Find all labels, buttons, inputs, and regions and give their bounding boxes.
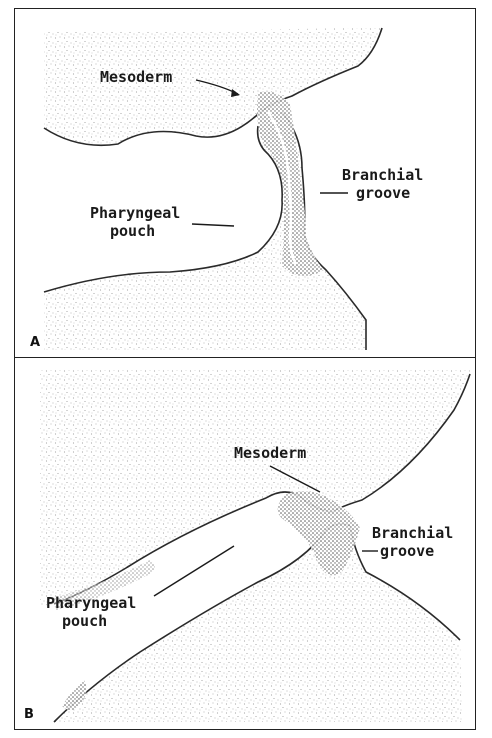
panel-a: Mesoderm Branchial groove Pharyngeal pou…: [30, 28, 423, 350]
panel-b-pharyngeal-leader: [154, 546, 234, 596]
panel-b-branchial-label-line2: groove: [380, 542, 434, 560]
panel-a-lower-tissue: [44, 112, 366, 350]
panel-b-branchial-label-line1: Branchial: [372, 524, 453, 542]
panel-b-pharyngeal-label-line1: Pharyngeal: [46, 594, 136, 612]
panel-b-upper-tissue: [40, 370, 470, 606]
panel-b-letter: B: [24, 707, 34, 722]
panel-a-pharyngeal-label-line1: Pharyngeal: [90, 204, 180, 222]
panel-a-mesoderm-label: Mesoderm: [100, 68, 172, 86]
panel-b: Mesoderm Branchial groove Pharyngeal pou…: [24, 370, 470, 722]
panel-a-letter: A: [30, 335, 40, 350]
panel-b-pharyngeal-label-line2: pouch: [62, 612, 107, 630]
panel-a-pharyngeal-label-line2: pouch: [110, 222, 155, 240]
panel-a-branchial-label-line2: groove: [356, 184, 410, 202]
panel-a-upper-tissue: [44, 28, 382, 145]
panel-a-pharyngeal-leader: [192, 224, 234, 226]
panel-a-branchial-label-line1: Branchial: [342, 166, 423, 184]
panel-b-mesoderm-label: Mesoderm: [234, 444, 306, 462]
